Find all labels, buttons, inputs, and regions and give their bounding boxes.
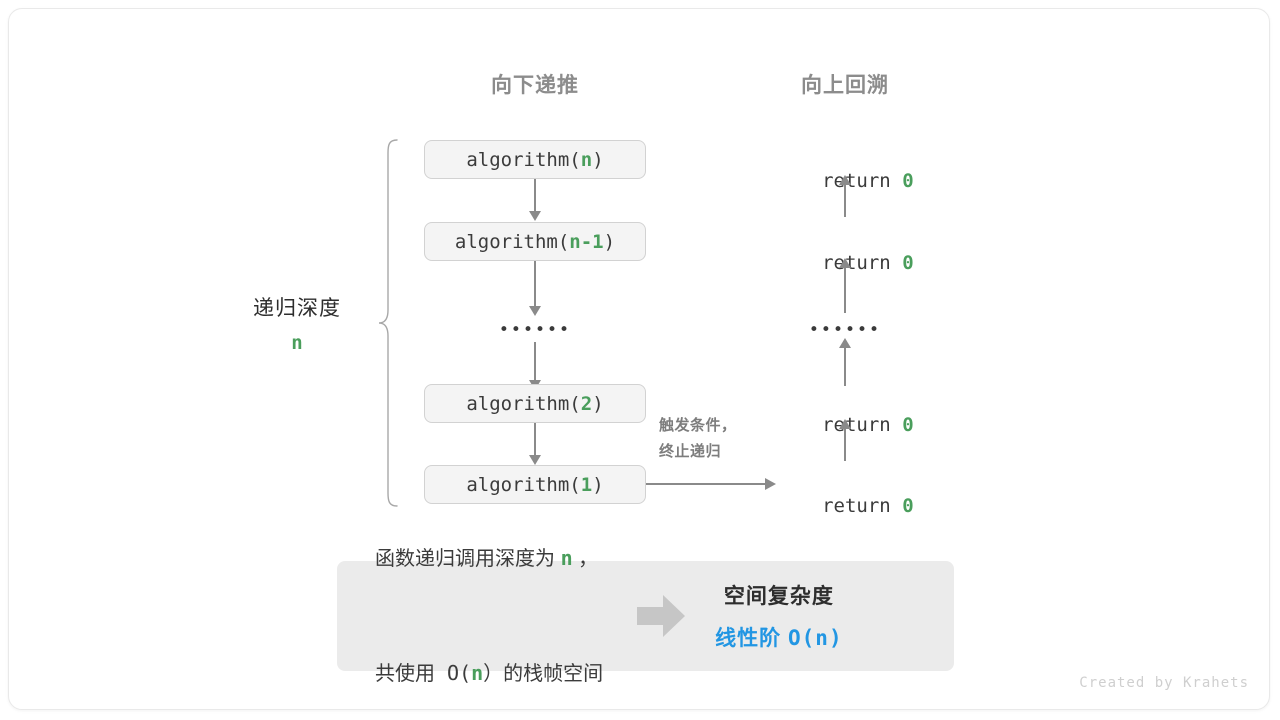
recursion-depth-text: 递归深度 <box>253 297 341 320</box>
call-box-1-suffix: ) <box>592 473 604 496</box>
call-box-n-minus-1-arg: n-1 <box>569 230 604 253</box>
summary-result-title: 空间复杂度 <box>723 585 834 608</box>
call-box-2-arg: 2 <box>580 392 593 415</box>
arrow-down-1 <box>534 179 536 212</box>
call-box-n-minus-1-prefix: algorithm( <box>454 230 570 253</box>
arrow-up-2 <box>844 267 846 313</box>
recursion-depth-value: n <box>291 332 303 354</box>
summary-description: 函数递归调用深度为 n ， 共使用 O(n）的栈帧空间 <box>337 463 603 709</box>
diagram-card: 向下递推 向上回溯 递归深度 n algorithm(n) algorithm(… <box>8 8 1270 710</box>
summary-arrow-icon <box>637 595 686 637</box>
return-ellipsis: •••••• <box>808 320 882 340</box>
call-stack-ellipsis: •••••• <box>498 320 572 340</box>
summary-line-1: 函数递归调用深度为 n ， <box>375 539 603 578</box>
call-box-2-prefix: algorithm( <box>466 392 581 415</box>
recursion-depth-brace <box>378 139 398 507</box>
summary-line-2-a: 共使用 O( <box>375 661 472 685</box>
call-box-n[interactable]: algorithm(n) <box>424 140 646 179</box>
summary-line-2-n: n <box>471 661 484 685</box>
return-value-3: 0 <box>902 414 914 436</box>
call-box-2[interactable]: algorithm(2) <box>424 384 646 423</box>
call-box-1-arg: 1 <box>580 473 593 496</box>
trigger-condition-note: 触发条件， 终止递归 <box>659 413 737 466</box>
call-box-n-minus-1[interactable]: algorithm(n-1) <box>424 222 646 261</box>
summary-line-1-a: 函数递归调用深度为 <box>375 548 561 570</box>
call-box-n-minus-1-suffix: ) <box>603 230 616 253</box>
summary-result-value: 线性阶 O(n) <box>715 622 842 652</box>
summary-line-2-b: ）的栈帧空间 <box>483 663 604 685</box>
call-box-n-prefix: algorithm( <box>466 148 581 171</box>
call-box-n-suffix: ) <box>592 148 604 171</box>
arrow-base-case <box>646 483 766 485</box>
recursion-depth-label: 递归深度 n <box>207 292 387 354</box>
arrow-up-4 <box>844 428 846 461</box>
return-value-1: 0 <box>902 170 914 192</box>
summary-line-1-n: n <box>560 546 573 570</box>
summary-result: 空间复杂度 线性阶 O(n) <box>715 580 842 652</box>
arrow-down-2 <box>534 261 536 307</box>
trigger-condition-line-2: 终止递归 <box>659 443 722 461</box>
return-value-4: 0 <box>902 495 914 517</box>
return-value-2: 0 <box>902 252 914 274</box>
arrow-down-3 <box>534 342 536 381</box>
return-keyword-4: return <box>822 495 903 517</box>
return-keyword-2: return <box>822 252 903 274</box>
summary-line-1-b: ， <box>572 548 599 570</box>
summary-panel: 函数递归调用深度为 n ， 共使用 O(n）的栈帧空间 空间复杂度 线性阶 O(… <box>337 546 954 685</box>
summary-result-notation: O(n) <box>788 626 843 650</box>
arrow-down-4 <box>534 423 536 456</box>
arrow-up-3 <box>844 347 846 386</box>
return-keyword-1: return <box>822 170 903 192</box>
return-value-base: return 0 <box>734 473 956 539</box>
call-box-1[interactable]: algorithm(1) <box>424 465 646 504</box>
call-box-1-prefix: algorithm( <box>466 473 581 496</box>
column-header-backtrack-up: 向上回溯 <box>801 74 889 97</box>
return-keyword-3: return <box>822 414 903 436</box>
column-header-recurse-down: 向下递推 <box>491 74 579 97</box>
arrow-up-1 <box>844 184 846 217</box>
footer-credit: Created by Krahets <box>1079 675 1249 691</box>
call-box-2-suffix: ) <box>592 392 604 415</box>
trigger-condition-line-1: 触发条件， <box>659 417 737 434</box>
summary-line-2: 共使用 O(n）的栈帧空间 <box>375 654 603 693</box>
call-box-n-arg: n <box>580 148 593 171</box>
summary-result-order: 线性阶 <box>715 627 789 650</box>
